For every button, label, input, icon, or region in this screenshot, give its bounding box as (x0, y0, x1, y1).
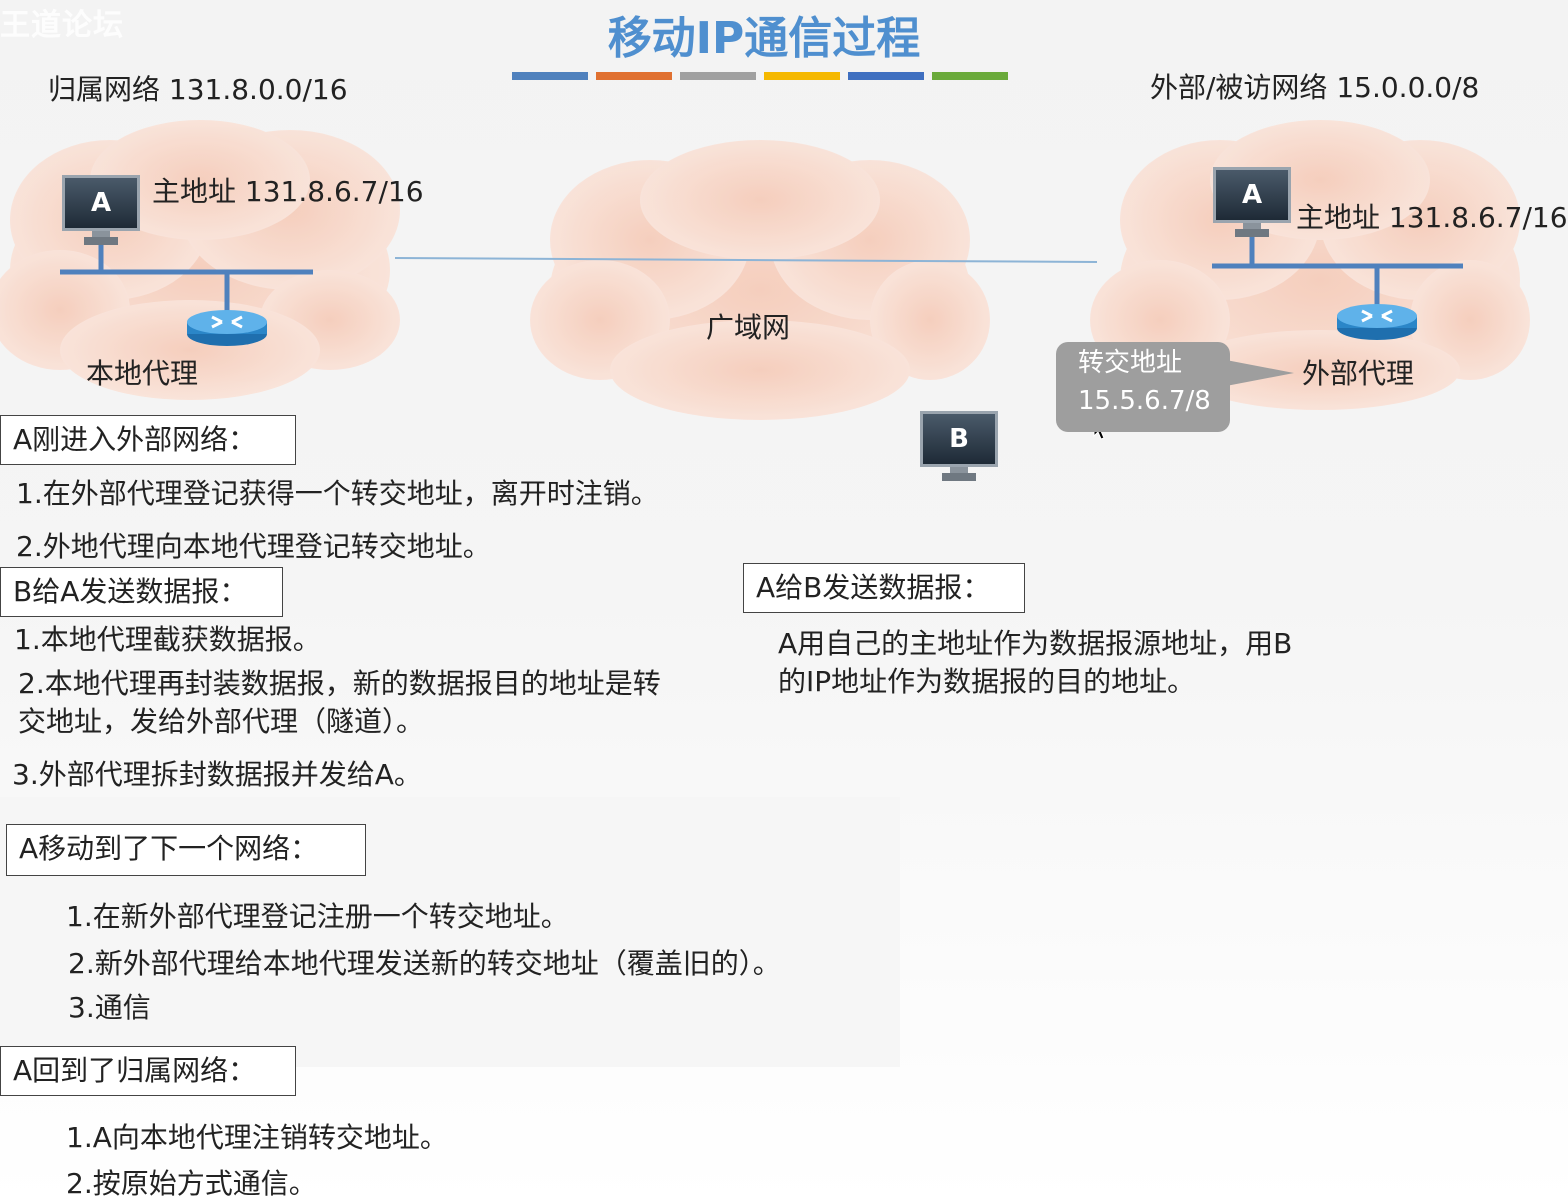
color-bar-4 (764, 72, 840, 80)
enter-foreign-item-1: 1.在外部代理登记获得一个转交地址，离开时注销。 (16, 477, 659, 510)
home-router-icon (187, 310, 267, 346)
home-host-a-letter: A (62, 175, 140, 231)
care-of-title: 转交地址 (1078, 348, 1183, 378)
return-heading: A回到了归属网络： (0, 1046, 296, 1096)
care-of-pointer (1226, 360, 1294, 386)
wan-link (394, 257, 1098, 263)
color-bar-2 (596, 72, 672, 80)
b-to-a-heading: B给A发送数据报： (0, 567, 283, 617)
b-to-a-item-1: 1.本地代理截获数据报。 (14, 623, 321, 656)
home-network-label: 归属网络 131.8.0.0/16 (48, 73, 348, 106)
care-of-address: 15.5.6.7/8 (1078, 386, 1211, 416)
host-b-letter: B (920, 411, 998, 467)
home-host-address: 主地址 131.8.6.7/16 (152, 175, 424, 208)
foreign-agent-label: 外部代理 (1302, 357, 1415, 390)
return-item-1: 1.A向本地代理注销转交地址。 (66, 1121, 448, 1154)
color-bar-3 (680, 72, 756, 80)
move-item-3: 3.通信 (68, 991, 151, 1024)
a-to-b-heading: A给B发送数据报： (743, 563, 1025, 613)
wan-cloud (530, 140, 990, 420)
home-host-a-icon: A (62, 175, 140, 245)
foreign-router-icon (1337, 304, 1417, 340)
color-bar-5 (848, 72, 924, 80)
a-to-b-line-1: A用自己的主地址作为数据报源地址，用B (778, 627, 1293, 660)
home-cloud (0, 120, 400, 400)
foreign-host-a-letter: A (1213, 167, 1291, 223)
color-bar-6 (932, 72, 1008, 80)
return-item-2: 2.按原始方式通信。 (66, 1167, 317, 1200)
care-of-callout: 转交地址 15.5.6.7/8 (1056, 342, 1230, 432)
move-heading: A移动到了下一个网络： (6, 824, 366, 876)
wan-label: 广域网 (706, 311, 791, 344)
foreign-cloud (1090, 120, 1530, 410)
move-item-1: 1.在新外部代理登记注册一个转交地址。 (66, 900, 569, 933)
host-b-icon: B (920, 411, 998, 481)
page-title: 移动IP通信过程 (607, 13, 921, 64)
foreign-host-address: 主地址 131.8.6.7/16 (1296, 201, 1568, 234)
foreign-host-a-icon: A (1213, 167, 1291, 237)
b-to-a-item-2: 2.本地代理再封装数据报，新的数据报目的地址是转 (18, 667, 661, 700)
b-to-a-item-3: 3.外部代理拆封数据报并发给A。 (12, 758, 422, 791)
foreign-network-label: 外部/被访网络 15.0.0.0/8 (1150, 71, 1480, 104)
home-agent-label: 本地代理 (86, 357, 199, 390)
move-item-2: 2.新外部代理给本地代理发送新的转交地址（覆盖旧的）。 (68, 947, 781, 980)
enter-foreign-item-2: 2.外地代理向本地代理登记转交地址。 (16, 530, 491, 563)
b-to-a-item-2-cont: 交地址，发给外部代理（隧道）。 (18, 705, 425, 738)
enter-foreign-heading: A刚进入外部网络： (0, 415, 296, 465)
watermark: 王道论坛 (0, 8, 124, 43)
network-diagram (0, 120, 1530, 440)
color-bar-1 (512, 72, 588, 80)
a-to-b-line-2: 的IP地址作为数据报的目的地址。 (778, 665, 1196, 698)
